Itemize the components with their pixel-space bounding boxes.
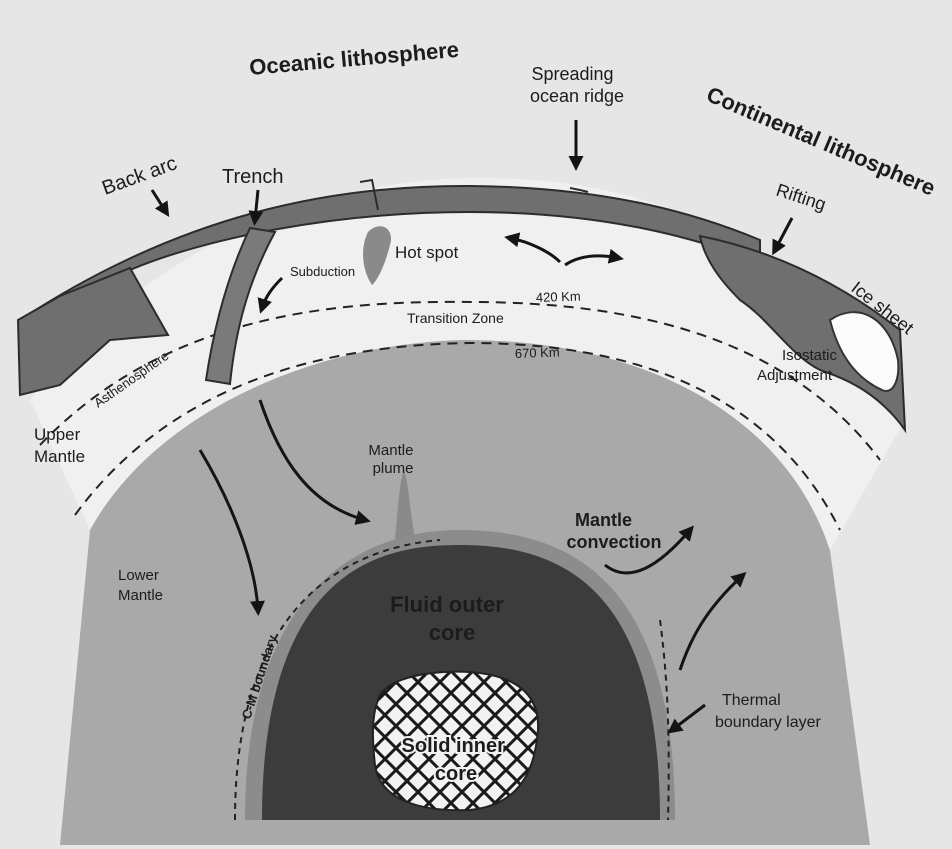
km-420-label: 420 Km: [536, 288, 581, 305]
subduction-label: Subduction: [290, 264, 355, 279]
transition-zone-label: Transition Zone: [407, 310, 504, 326]
hot-spot-label: Hot spot: [395, 243, 459, 262]
mantle-plume-label: Mantle plume: [368, 442, 417, 477]
km-670-label: 670 Km: [515, 344, 560, 361]
trench-label: Trench: [222, 166, 284, 188]
